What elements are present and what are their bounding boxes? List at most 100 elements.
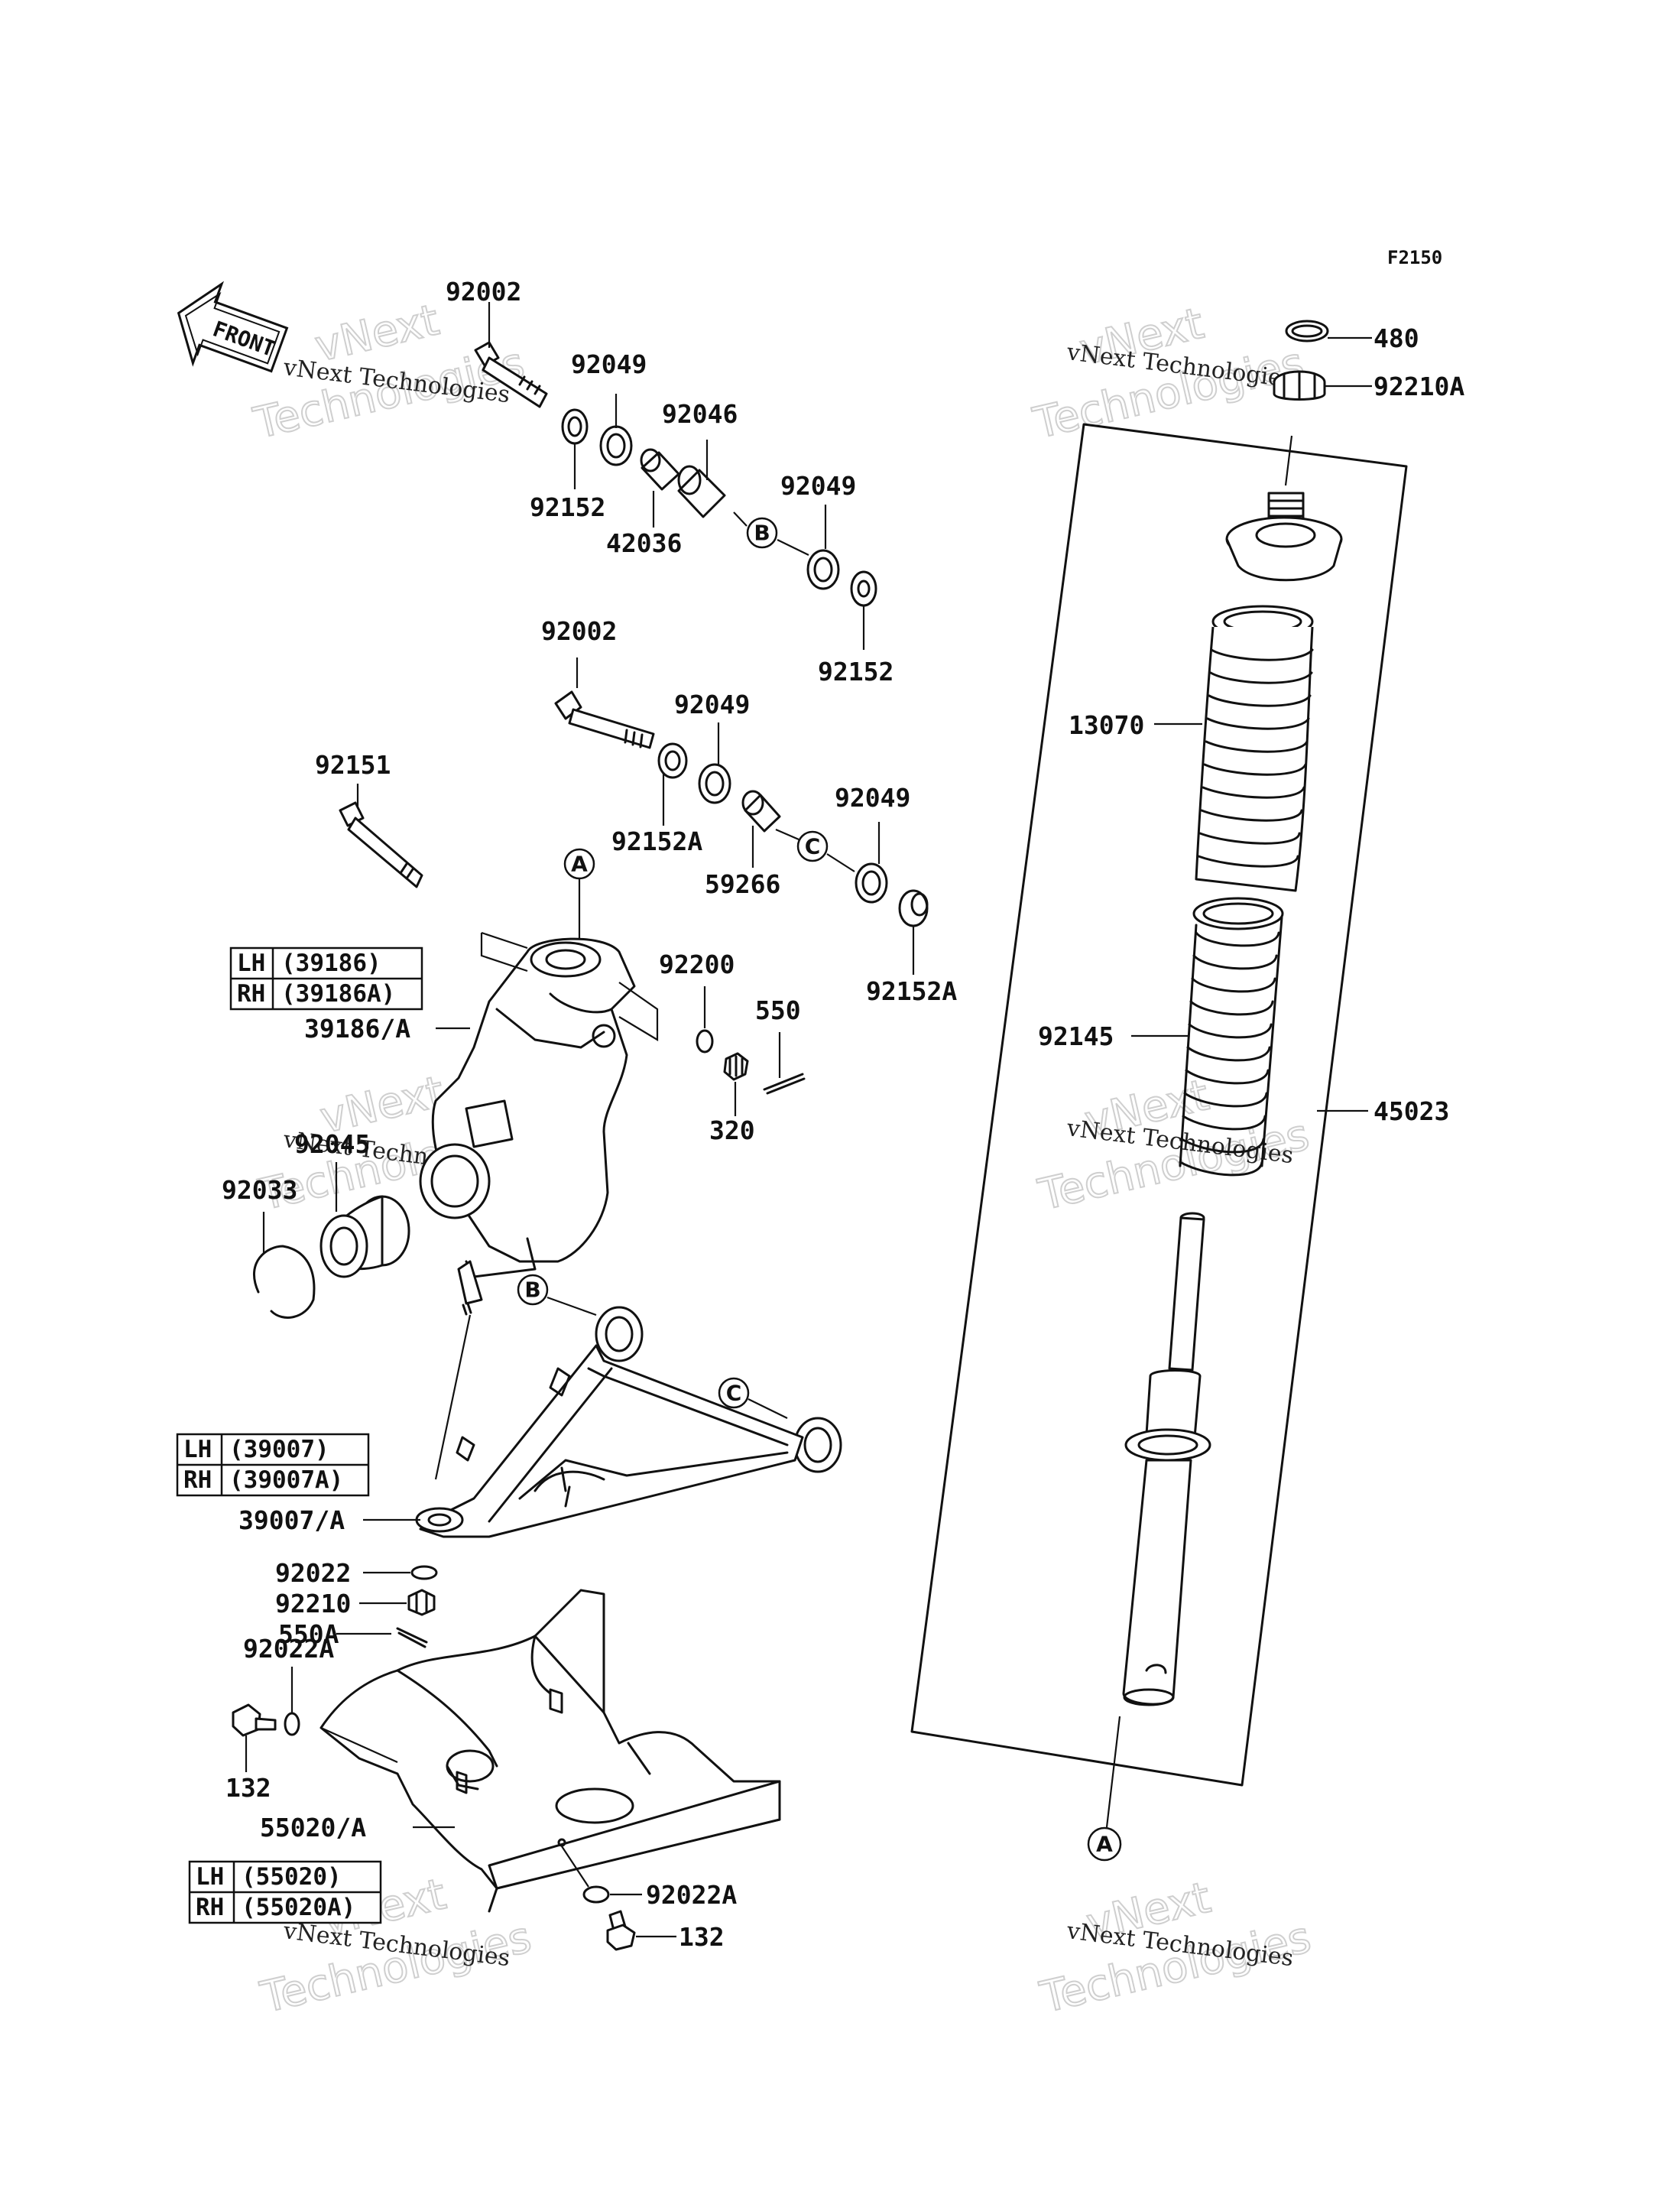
table-knuckle: LH (39186) RH (39186A)	[229, 946, 423, 1011]
dust-boot-13070	[1195, 605, 1314, 892]
table-arm-rh: RH	[183, 1466, 212, 1494]
label-92049-b: 92049	[780, 471, 856, 501]
table-guard-rh: RH	[196, 1894, 224, 1921]
label-92022: 92022	[275, 1558, 351, 1588]
callout-b-upper	[746, 517, 778, 549]
skid-plate-55020	[319, 1589, 781, 1913]
table-knuckle-rh-part: (39186A)	[281, 980, 395, 1008]
svg-text:C: C	[805, 834, 821, 859]
washer-92152-upper	[561, 408, 589, 445]
label-92033: 92033	[222, 1175, 297, 1205]
callout-c-arm	[718, 1377, 750, 1409]
table-guard: LH (55020) RH (55020A)	[188, 1860, 382, 1924]
washer-92022	[410, 1565, 438, 1580]
callout-b-arm	[517, 1274, 549, 1306]
seal-92049-a	[599, 425, 633, 466]
label-92152a-a: 92152A	[611, 826, 702, 856]
bolt-132-lower	[606, 1910, 636, 1951]
table-guard-rh-part: (55020A)	[242, 1894, 355, 1921]
collar-92152a-a	[657, 742, 688, 779]
label-39007a: 39007/A	[238, 1505, 345, 1535]
collar-59266	[741, 790, 781, 833]
callout-a-shock	[1087, 1826, 1122, 1862]
bearing-92045	[319, 1195, 410, 1278]
label-92210a: 92210A	[1374, 372, 1464, 401]
label-92145: 92145	[1038, 1021, 1114, 1051]
circlip-92033	[253, 1245, 316, 1319]
label-39186a: 39186/A	[304, 1014, 410, 1044]
front-arrow-icon: FRONT	[177, 281, 289, 373]
label-92022a-a: 92022A	[243, 1634, 334, 1664]
table-knuckle-lh: LH	[237, 950, 265, 977]
washer-92022a-lower	[582, 1885, 610, 1904]
label-92210: 92210	[275, 1589, 351, 1618]
circlip-480	[1285, 320, 1329, 343]
label-92002-top: 92002	[446, 277, 521, 307]
label-92152-a: 92152	[530, 492, 605, 522]
washer-92022a-upper	[284, 1712, 300, 1736]
bolt-92151	[339, 801, 423, 888]
label-92151: 92151	[315, 750, 391, 780]
table-knuckle-rh: RH	[237, 980, 265, 1008]
assembly-frame-45023	[910, 423, 1408, 1787]
label-59266: 59266	[705, 869, 780, 899]
label-55020a: 55020/A	[260, 1813, 366, 1842]
label-45023: 45023	[1374, 1096, 1449, 1126]
steering-knuckle-39186	[419, 937, 636, 1316]
label-92152-b: 92152	[818, 657, 894, 687]
label-92049-a: 92049	[571, 349, 647, 379]
cotter-pin-550a	[396, 1627, 428, 1648]
svg-text:B: B	[754, 521, 770, 546]
label-92200: 92200	[659, 950, 735, 979]
label-92022a-b: 92022A	[646, 1880, 737, 1910]
bolt-132-left	[232, 1703, 277, 1737]
collar-92152a-b	[898, 889, 929, 927]
nut-320	[723, 1052, 749, 1081]
washer-92152-lower	[850, 570, 877, 607]
label-92152a-b: 92152A	[866, 976, 957, 1006]
callout-c-upper	[796, 830, 829, 862]
label-92046: 92046	[662, 399, 738, 429]
label-42036: 42036	[606, 528, 682, 558]
nut-92210	[407, 1589, 436, 1616]
label-480: 480	[1374, 323, 1419, 353]
upper-mount	[1225, 492, 1343, 582]
lower-a-arm-39007	[415, 1306, 842, 1538]
label-92049-d: 92049	[835, 783, 910, 813]
collar-42036	[640, 448, 680, 491]
figure-code: F2150	[1387, 247, 1442, 268]
table-arm-lh-part: (39007)	[229, 1436, 329, 1463]
seal-92049-d	[855, 862, 888, 904]
svg-text:A: A	[1096, 1832, 1113, 1857]
label-92002-mid: 92002	[541, 616, 617, 646]
label-92045: 92045	[294, 1129, 370, 1159]
bolt-92002-lower	[554, 690, 655, 749]
table-arm-rh-part: (39007A)	[229, 1466, 343, 1494]
svg-text:C: C	[726, 1381, 742, 1406]
nut-92210a	[1273, 370, 1326, 401]
seal-92049-b	[806, 549, 840, 590]
label-132-a: 132	[225, 1773, 271, 1803]
table-guard-lh: LH	[196, 1863, 224, 1891]
label-550: 550	[755, 995, 801, 1025]
table-guard-lh-part: (55020)	[242, 1863, 342, 1891]
label-320: 320	[709, 1115, 755, 1145]
bearing-92046	[677, 465, 726, 518]
bolt-92002-upper	[474, 341, 548, 408]
table-arm-lh: LH	[183, 1436, 212, 1463]
label-132-b: 132	[679, 1922, 725, 1952]
table-knuckle-lh-part: (39186)	[281, 950, 381, 977]
svg-text:A: A	[571, 852, 588, 877]
label-13070: 13070	[1069, 710, 1144, 740]
table-arm: LH (39007) RH (39007A)	[176, 1433, 370, 1497]
shock-damper	[1122, 1212, 1211, 1706]
label-92049-c: 92049	[674, 690, 750, 719]
spring-92145	[1179, 897, 1284, 1177]
seal-92049-c	[698, 763, 731, 804]
callout-a-knuckle	[563, 848, 595, 880]
washer-92200	[696, 1029, 714, 1054]
cotter-pin-550	[763, 1073, 806, 1095]
svg-text:B: B	[524, 1278, 540, 1303]
label-550a: 550A	[278, 1619, 339, 1649]
